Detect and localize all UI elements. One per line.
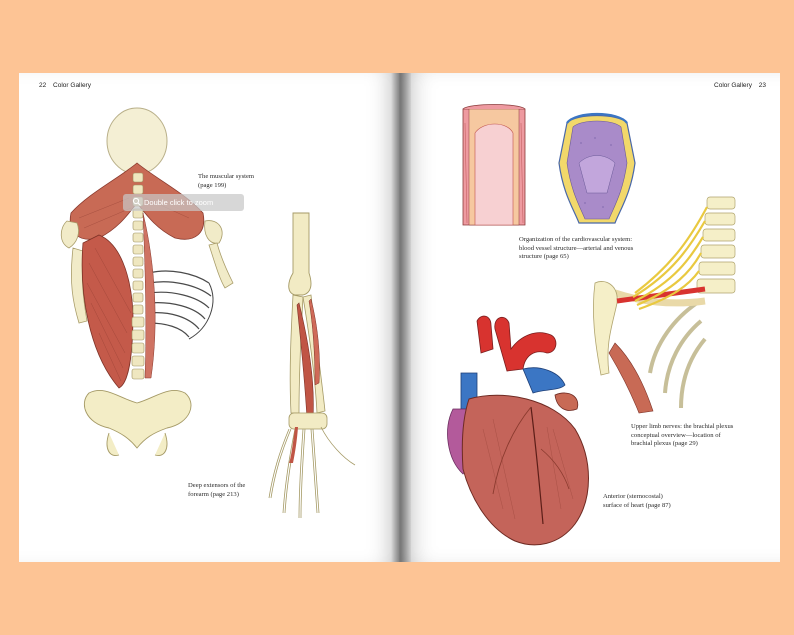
blood-vessel-illustration: [462, 104, 636, 226]
cardio-caption-line-1: Organization of the cardiovascular syste…: [519, 236, 633, 243]
right-page-number: 23: [758, 82, 766, 89]
forearm-caption-line-1: Deep extensors of the: [188, 482, 246, 489]
magnifier-icon: [132, 197, 141, 206]
plexus-caption: Upper limb nerves: the brachial plexus c…: [631, 423, 733, 449]
right-running-title: Color Gallery: [714, 82, 752, 89]
muscular-system-caption: The muscular system (page 199): [198, 173, 254, 190]
plexus-caption-line-2: conceptual overview—location of: [631, 431, 721, 439]
heart-caption-line-2: surface of heart (page 87): [603, 501, 671, 509]
right-running-head: Color Gallery 23: [714, 82, 766, 89]
forearm-illustration: [268, 212, 356, 519]
muscular-system-caption-line-2: (page 199): [198, 181, 227, 189]
forearm-caption-line-2: forearm (page 213): [188, 490, 239, 498]
zoom-hint[interactable]: Double click to zoom: [123, 194, 244, 211]
muscular-system-caption-line-1: The muscular system: [198, 173, 255, 180]
cardio-caption-line-2: blood vessel structure—arterial and veno…: [519, 244, 634, 252]
right-page: Color Gallery 23 Organization of the car…: [399, 73, 780, 562]
book-spread: 22 Color Gallery: [19, 73, 780, 562]
plexus-caption-line-3: brachial plexus (page 29): [631, 440, 698, 448]
left-page: 22 Color Gallery: [19, 73, 399, 562]
heart-caption-line-1: Anterior (sternocostal): [603, 493, 663, 500]
zoom-hint-label: Double click to zoom: [144, 198, 214, 207]
brachial-plexus-illustration: [592, 196, 736, 414]
muscular-system-illustration: [60, 107, 234, 456]
plexus-caption-line-1: Upper limb nerves: the brachial plexus: [631, 423, 734, 430]
cardio-caption: Organization of the cardiovascular syste…: [519, 236, 633, 262]
left-running-title: Color Gallery: [53, 82, 91, 89]
left-page-number: 22: [39, 82, 47, 89]
book-gutter: [391, 73, 411, 562]
left-running-head: 22 Color Gallery: [39, 82, 91, 89]
heart-illustration: [447, 315, 589, 546]
forearm-caption: Deep extensors of the forearm (page 213): [188, 482, 245, 499]
cardio-caption-line-3: structure (page 65): [519, 253, 569, 261]
heart-caption: Anterior (sternocostal) surface of heart…: [603, 493, 671, 510]
